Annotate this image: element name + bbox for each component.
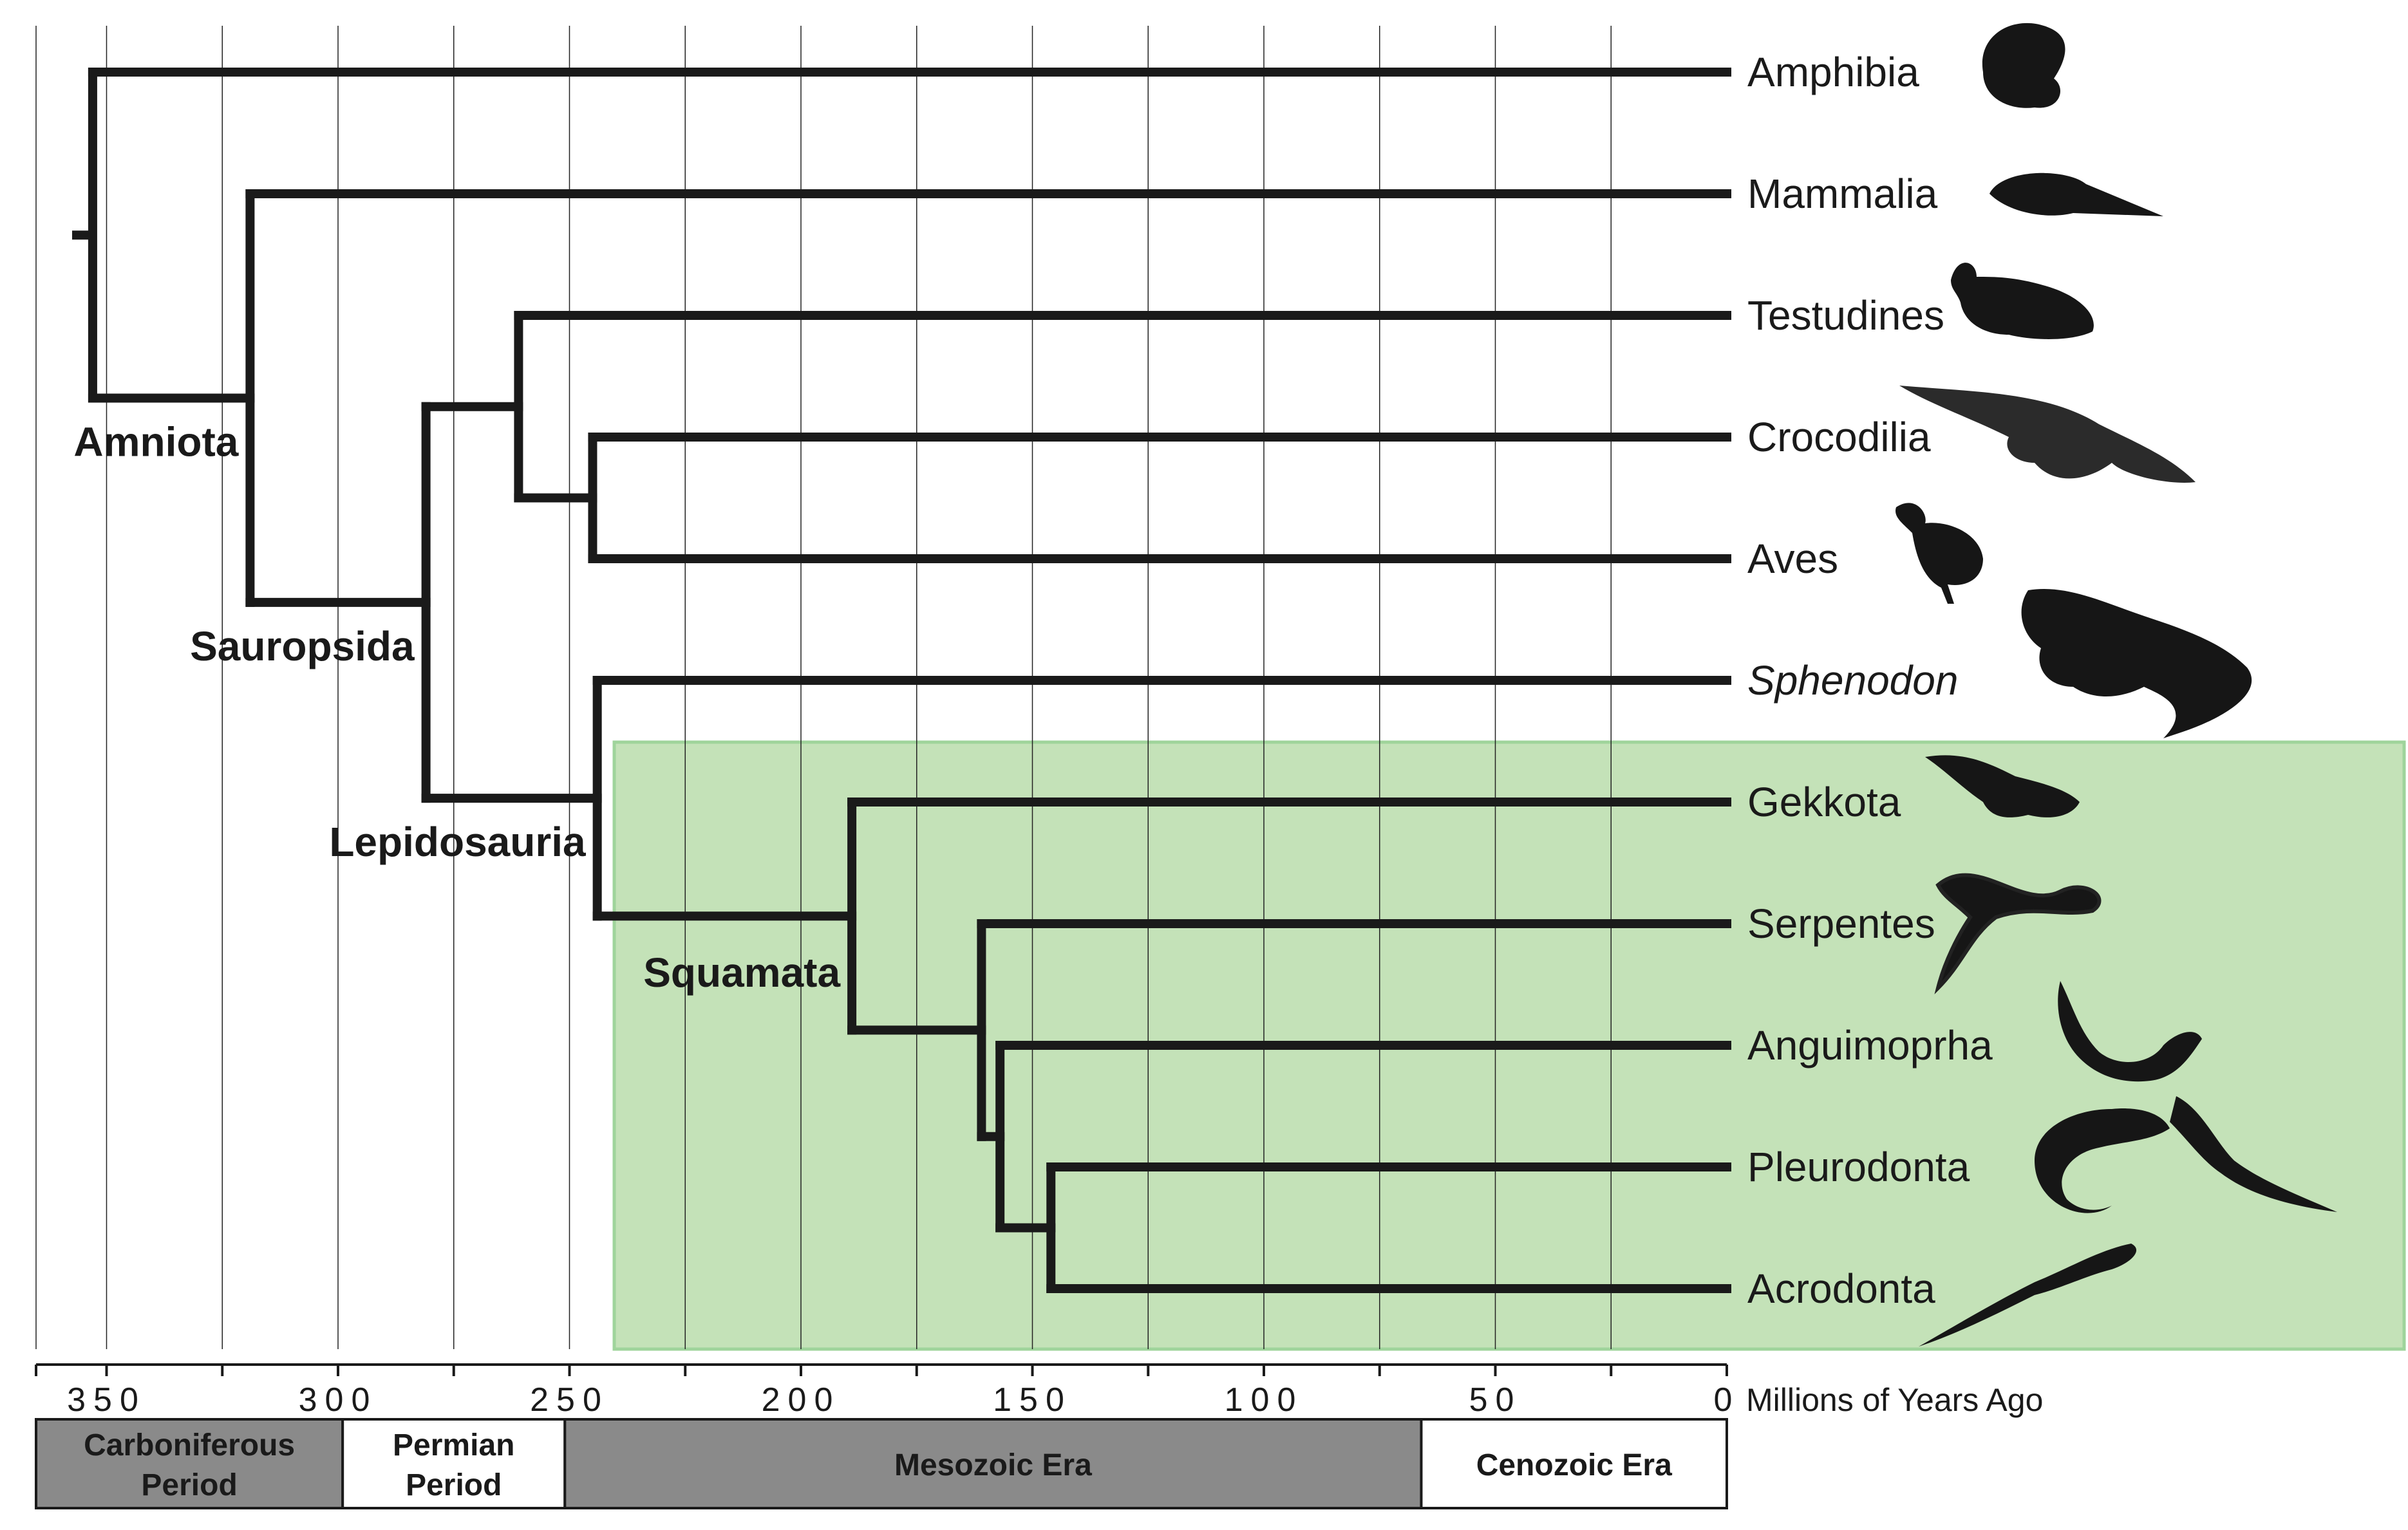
taxon-label: Pleurodonta: [1747, 1144, 1970, 1190]
shrew-icon: [1989, 173, 2163, 216]
tick-label: 200: [762, 1381, 841, 1419]
period-label: Period: [406, 1468, 502, 1502]
tick-label: 50: [1469, 1381, 1522, 1419]
tick-label: 250: [530, 1381, 609, 1419]
period-label: Mesozoic Era: [894, 1448, 1092, 1482]
tick-label: 100: [1225, 1381, 1304, 1419]
gecko-icon: [1925, 755, 2080, 817]
taxon-labels: AmphibiaMammaliaTestudinesCrocodiliaAves…: [1747, 49, 1993, 1312]
time-gridlines: [35, 26, 1612, 1349]
iguana-icon: [2035, 1096, 2337, 1213]
period-label: Permian: [393, 1428, 514, 1462]
period-cell: [1420, 1418, 1728, 1509]
tree-branches: [72, 68, 1731, 1293]
tick-label: 150: [993, 1381, 1072, 1419]
taxon-label: Acrodonta: [1747, 1265, 1935, 1312]
period-label: Period: [141, 1468, 237, 1502]
taxon-label: Aves: [1747, 536, 1838, 582]
snake-icon: [1934, 873, 2102, 994]
taxon-silhouettes: [1895, 23, 2337, 1347]
clade-label: Sauropsida: [190, 623, 415, 669]
period-label: Cenozoic Era: [1476, 1448, 1672, 1482]
lizard-icon: [2058, 981, 2202, 1082]
tick-label: 300: [299, 1381, 378, 1419]
clade-label: Lepidosauria: [329, 819, 586, 865]
tuatara-icon: [2021, 589, 2252, 738]
tick-label: 0: [1714, 1381, 1740, 1419]
frog-icon: [1982, 23, 2065, 108]
taxon-label: Sphenodon: [1747, 657, 1958, 704]
tick-label: 350: [67, 1381, 146, 1419]
clade-label: Squamata: [643, 949, 840, 996]
taxon-label: Serpentes: [1747, 900, 1935, 947]
clade-label: Amniota: [73, 418, 238, 465]
crocodile-icon: [1899, 386, 2196, 483]
bird-icon: [1895, 503, 1983, 604]
period-label: Carboniferous: [84, 1428, 295, 1462]
taxon-label: Amphibia: [1747, 49, 1919, 95]
agamid-icon: [1919, 1244, 2137, 1347]
taxon-label: Gekkota: [1747, 779, 1901, 825]
taxon-label: Mammalia: [1747, 171, 1938, 217]
taxon-label: Testudines: [1747, 292, 1944, 339]
period-cell: [341, 1418, 567, 1509]
axis-label: Millions of Years Ago: [1746, 1382, 2043, 1418]
taxon-label: Anguimoprha: [1747, 1022, 1993, 1068]
turtle-icon: [1951, 263, 2094, 339]
taxon-label: Crocodilia: [1747, 414, 1931, 460]
